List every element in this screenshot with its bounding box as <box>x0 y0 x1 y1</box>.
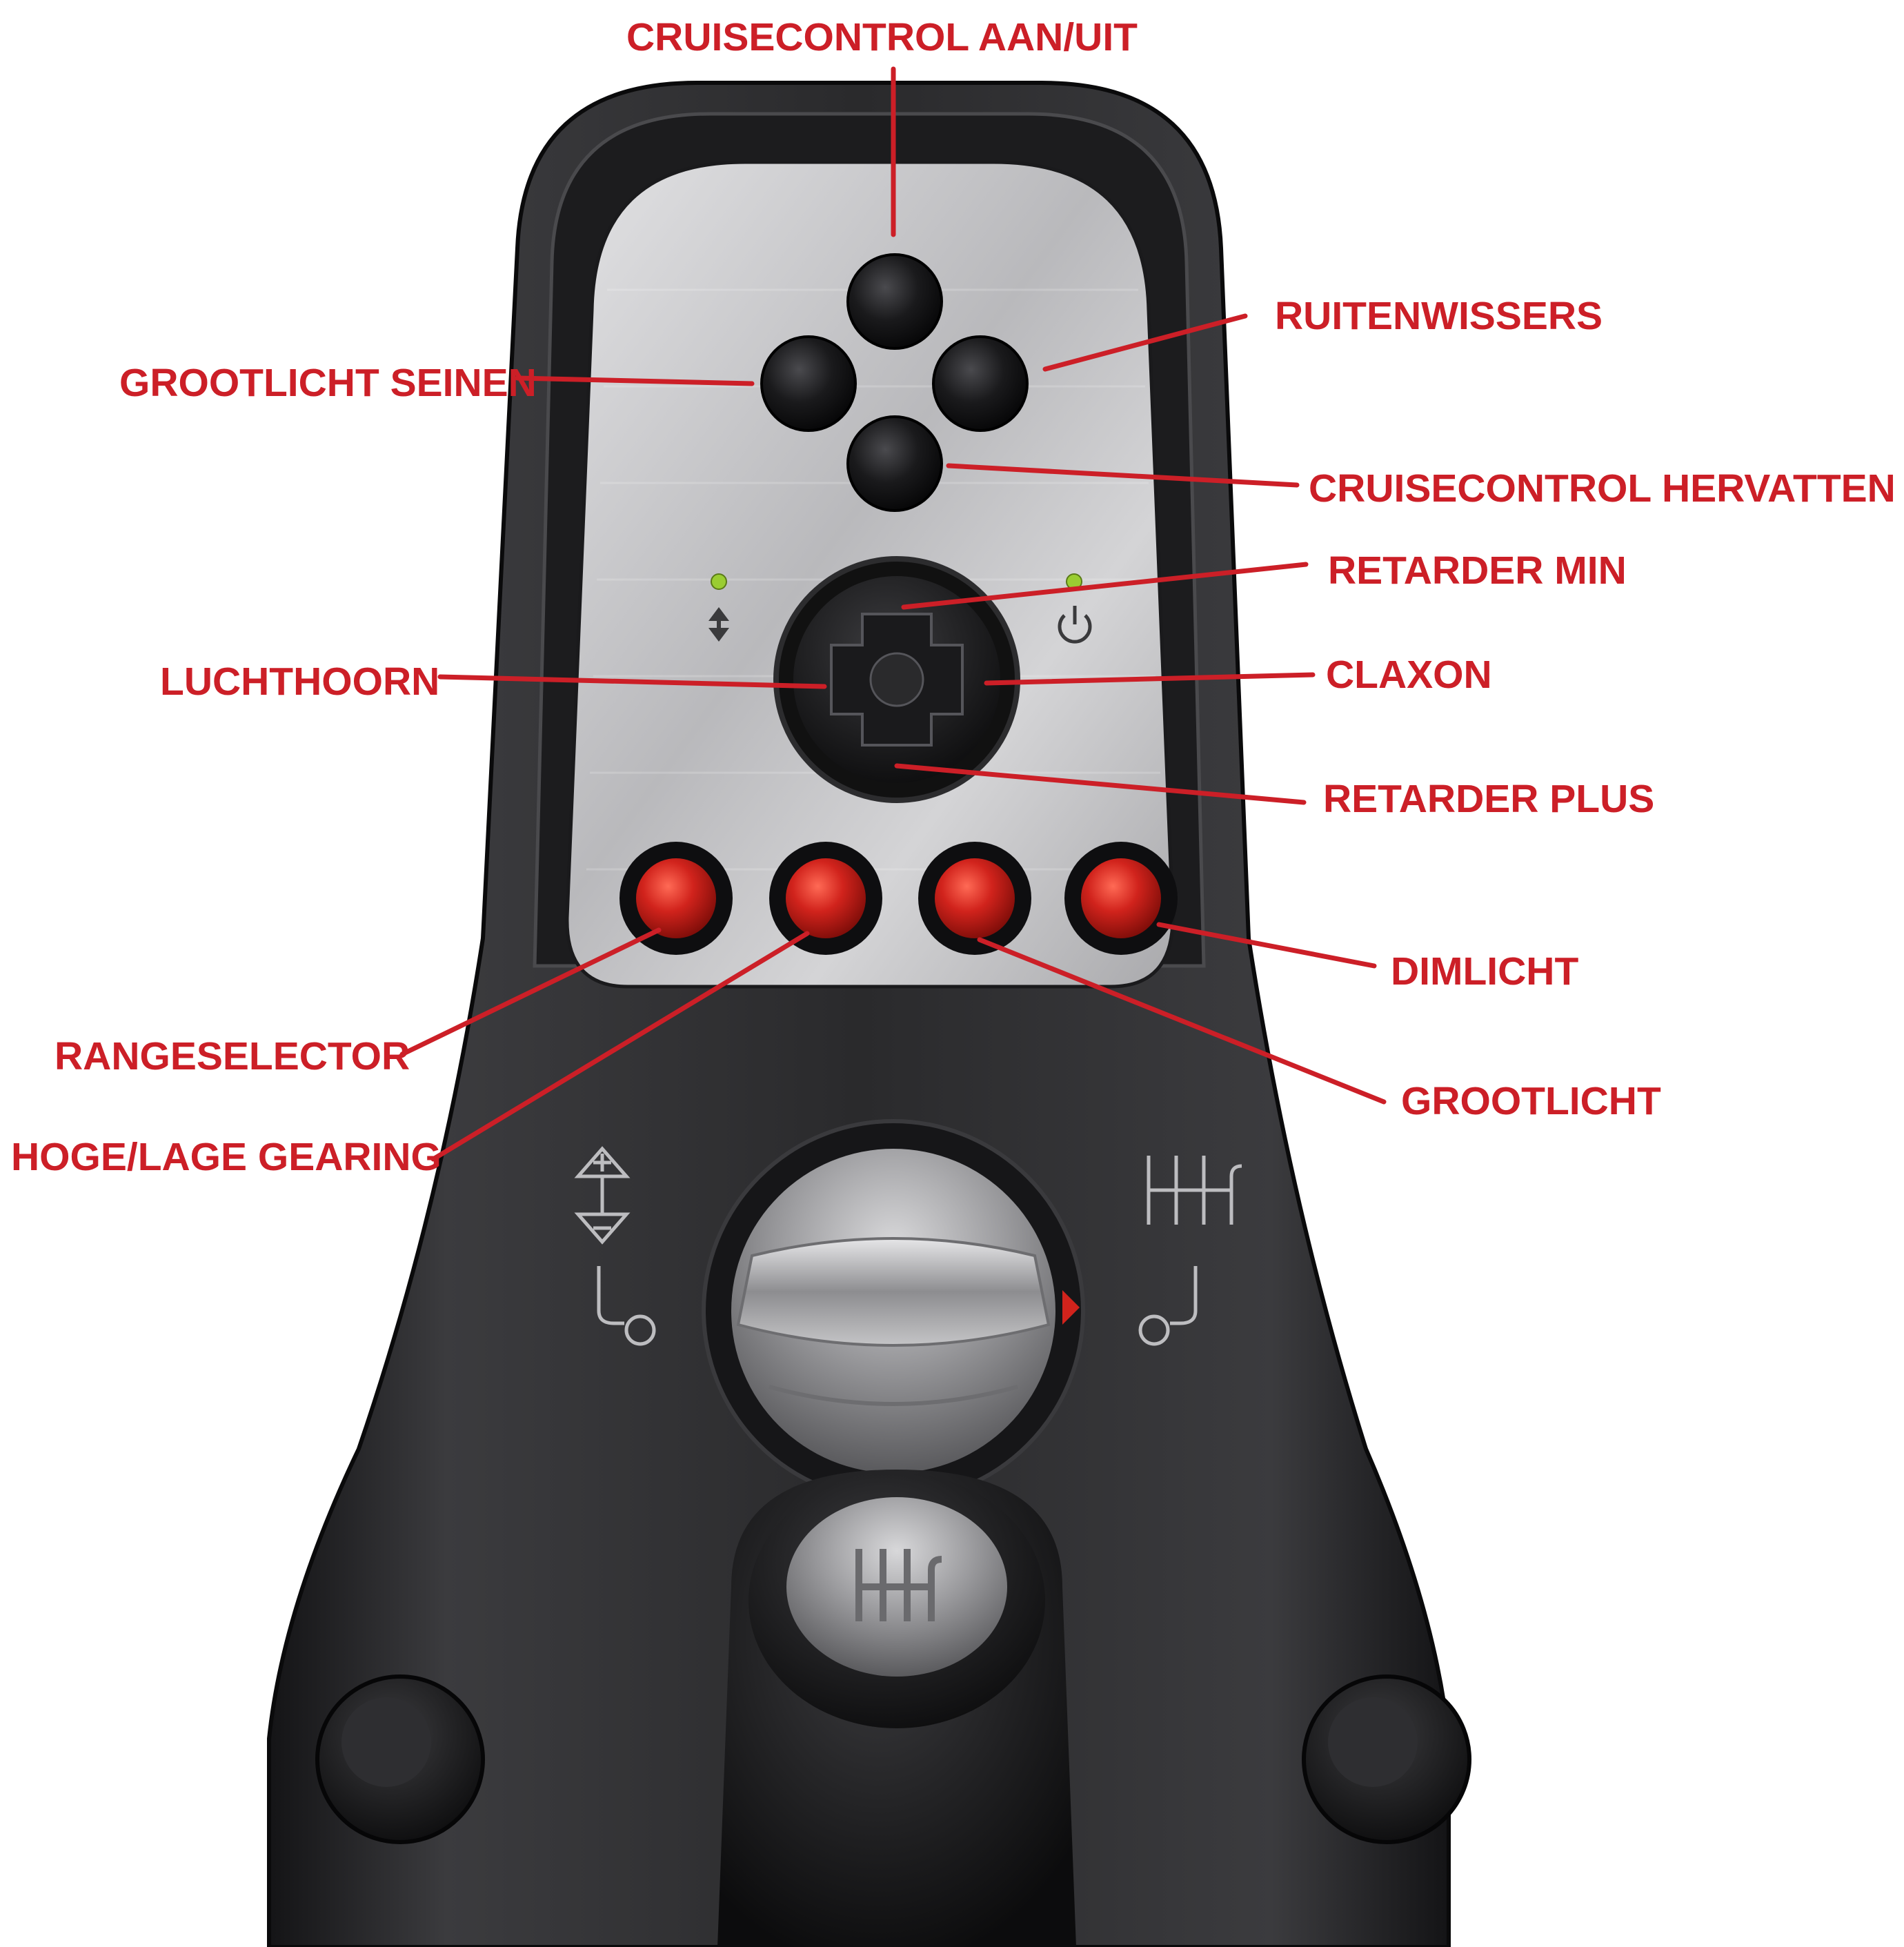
black-button-cluster <box>760 253 1029 512</box>
cruise-resume-button[interactable] <box>846 415 943 512</box>
label-retarder-plus: RETARDER PLUS <box>1323 777 1655 821</box>
label-rangeselector: RANGESELECTOR <box>54 1034 410 1078</box>
leader-retarder-plus <box>894 763 1307 805</box>
leader-retarder-min <box>901 562 1309 610</box>
leader-horn <box>984 672 1316 686</box>
right-side-knob[interactable] <box>1302 1674 1471 1844</box>
label-horn: CLAXON <box>1326 653 1492 697</box>
leader-lines <box>399 66 1387 1162</box>
right-hook-circle-icon <box>1138 1266 1198 1346</box>
gear-pattern-icon <box>1147 1156 1242 1225</box>
label-airhorn: LUCHTHOORN <box>160 660 440 704</box>
leader-highbeam-flash <box>515 375 755 386</box>
leader-wipers <box>1042 313 1248 372</box>
label-highbeam-flash: GROOTLICHT SEINEN <box>119 361 537 405</box>
plus-minus-arrow-icon <box>574 1146 631 1245</box>
highbeam-button[interactable] <box>935 858 1015 938</box>
wipers-button[interactable] <box>932 335 1029 432</box>
leader-dimlight <box>1156 922 1377 969</box>
leader-cruise-resume <box>946 463 1300 488</box>
left-led <box>711 573 727 590</box>
label-wipers: RUITENWISSERS <box>1275 294 1603 338</box>
label-retarder-min: RETARDER MIN <box>1328 548 1627 593</box>
label-cruise-on-off: CRUISECONTROL AAN/UIT <box>626 15 1138 59</box>
leader-rangeselector <box>399 927 662 1057</box>
updown-arrow-icon <box>708 607 729 642</box>
rangeselector-button[interactable] <box>636 858 716 938</box>
label-highbeam: GROOTLICHT <box>1401 1079 1661 1123</box>
gear-knob[interactable] <box>717 1470 1076 1947</box>
highbeam-flash-button[interactable] <box>760 335 857 432</box>
power-icon <box>1058 606 1092 644</box>
left-side-knob[interactable] <box>315 1674 485 1844</box>
left-hook-circle-icon <box>597 1266 656 1346</box>
cruise-on-off-button[interactable] <box>846 253 943 350</box>
gearing-button[interactable] <box>786 858 866 938</box>
leader-highbeam <box>977 937 1387 1105</box>
leader-gearing <box>430 931 810 1162</box>
red-button-row <box>619 842 1178 955</box>
dimlight-button[interactable] <box>1081 858 1161 938</box>
label-cruise-resume: CRUISECONTROL HERVATTEN <box>1309 466 1896 511</box>
gear-lever-housing <box>702 1119 1085 1503</box>
dpad-joystick[interactable] <box>773 556 1020 803</box>
leader-airhorn <box>437 674 827 689</box>
label-gearing: HOGE/LAGE GEARING <box>11 1135 442 1179</box>
label-dimlight: DIMLICHT <box>1391 949 1579 994</box>
